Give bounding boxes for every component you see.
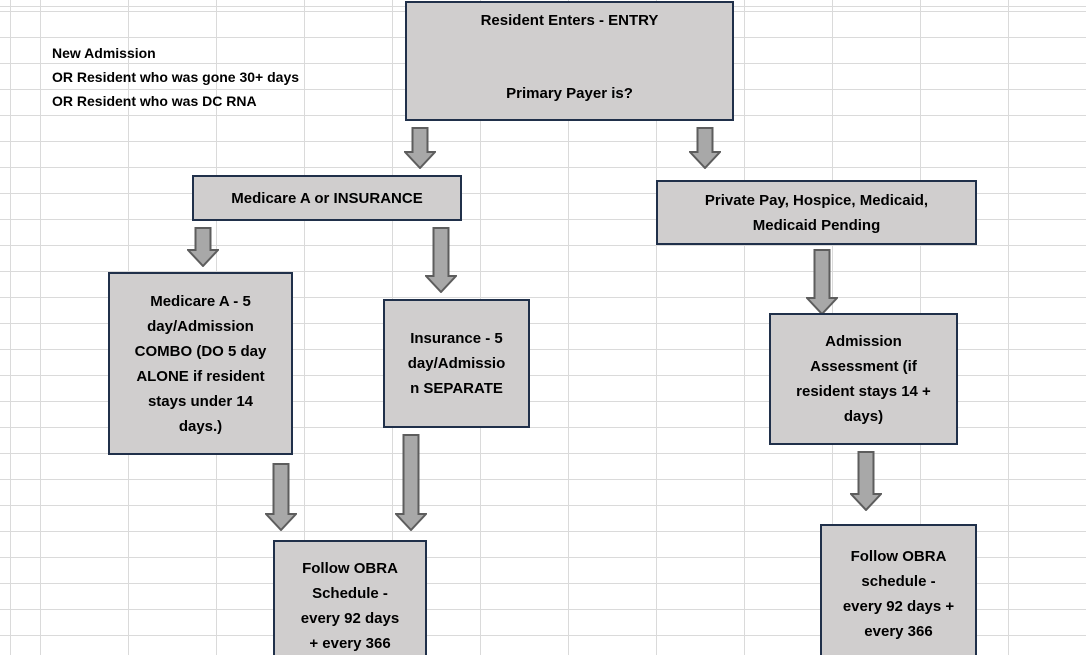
medicare-combo-box: Medicare A - 5 day/Admission COMBO (DO 5… bbox=[108, 272, 293, 455]
arrow-combo-to-obra-icon bbox=[265, 463, 297, 531]
annotation-text: New Admission OR Resident who was gone 3… bbox=[52, 45, 300, 109]
obra-schedule-left-box: Follow OBRA Schedule - every 92 days + e… bbox=[273, 540, 427, 655]
arrow-entry-to-medicare-icon bbox=[404, 127, 436, 169]
entry-box-question: Primary Payer is? bbox=[506, 85, 633, 102]
entry-box-title: Resident Enters - ENTRY bbox=[480, 12, 659, 29]
arrow-admission-to-obra-icon bbox=[850, 451, 882, 511]
entry-box: Resident Enters - ENTRY Primary Payer is… bbox=[405, 1, 734, 121]
arrow-medicare-to-insurance-icon bbox=[425, 227, 457, 293]
arrow-insurance-to-obra-icon bbox=[395, 434, 427, 531]
medicare-or-insurance-label: Medicare A or INSURANCE bbox=[231, 189, 423, 207]
private-pay-box: Private Pay, Hospice, Medicaid, Medicaid… bbox=[656, 180, 977, 245]
arrow-privatepay-to-admission-icon bbox=[806, 249, 838, 315]
admission-assessment-box: Admission Assessment (if resident stays … bbox=[769, 313, 958, 445]
admission-assessment-label: Admission Assessment (if resident stays … bbox=[796, 333, 931, 425]
obra-schedule-right-label: Follow OBRA schedule - every 92 days + e… bbox=[842, 548, 955, 640]
insurance-separate-box: Insurance - 5 day/Admissio n SEPARATE bbox=[383, 299, 530, 428]
medicare-or-insurance-box: Medicare A or INSURANCE bbox=[192, 175, 462, 221]
arrow-entry-to-privatepay-icon bbox=[689, 127, 721, 169]
obra-schedule-right-box: Follow OBRA schedule - every 92 days + e… bbox=[820, 524, 977, 655]
medicare-combo-label: Medicare A - 5 day/Admission COMBO (DO 5… bbox=[134, 292, 267, 435]
obra-schedule-left-label: Follow OBRA Schedule - every 92 days + e… bbox=[300, 560, 400, 652]
arrow-medicare-to-combo-icon bbox=[187, 227, 219, 267]
insurance-separate-label: Insurance - 5 day/Admissio n SEPARATE bbox=[407, 330, 506, 397]
private-pay-label: Private Pay, Hospice, Medicaid, Medicaid… bbox=[704, 191, 929, 234]
